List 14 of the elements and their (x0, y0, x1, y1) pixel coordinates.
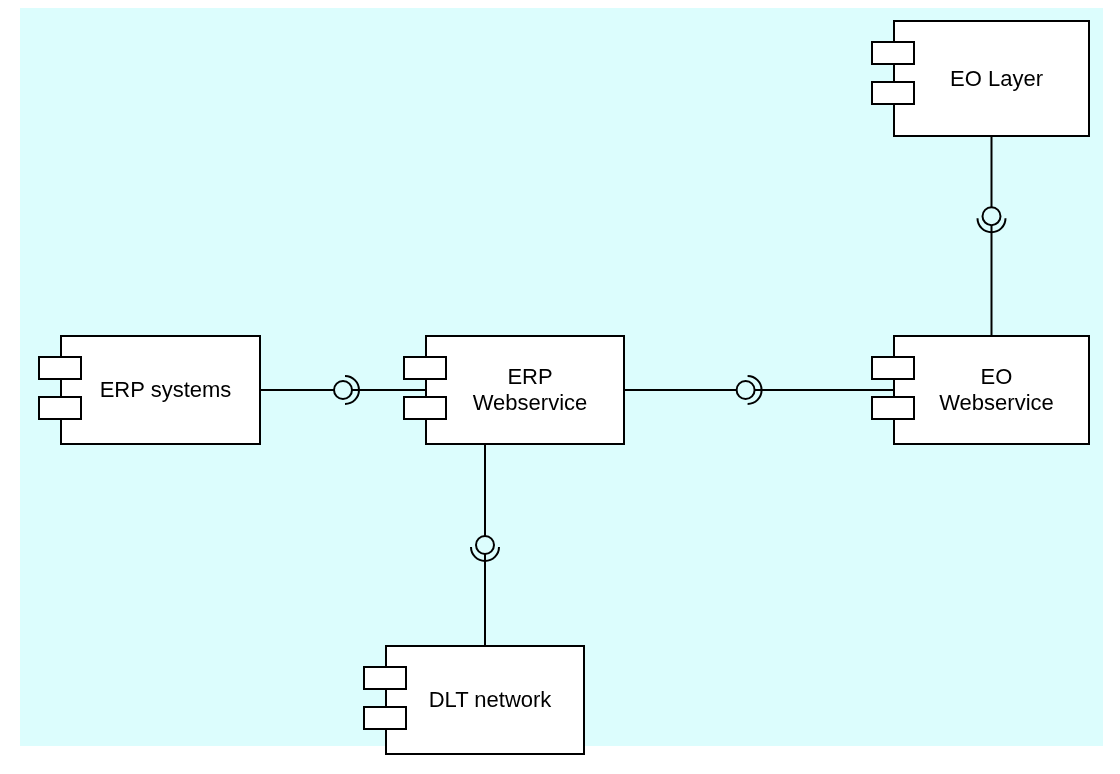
component-box (363, 645, 585, 755)
component-label: EO Webservice (938, 364, 1055, 416)
interface-connector (624, 389, 894, 391)
interface-connector (260, 389, 426, 391)
component-box (403, 335, 625, 445)
component-box (871, 335, 1090, 445)
component-label: EO Layer (950, 65, 1043, 92)
interface-connector (990, 136, 993, 336)
component-box (871, 20, 1090, 137)
component-label: DLT network (428, 687, 552, 713)
component-label: ERP Webservice (471, 364, 589, 416)
component-box (38, 335, 261, 445)
interface-connector (484, 444, 486, 646)
component-label: ERP systems (99, 377, 232, 403)
